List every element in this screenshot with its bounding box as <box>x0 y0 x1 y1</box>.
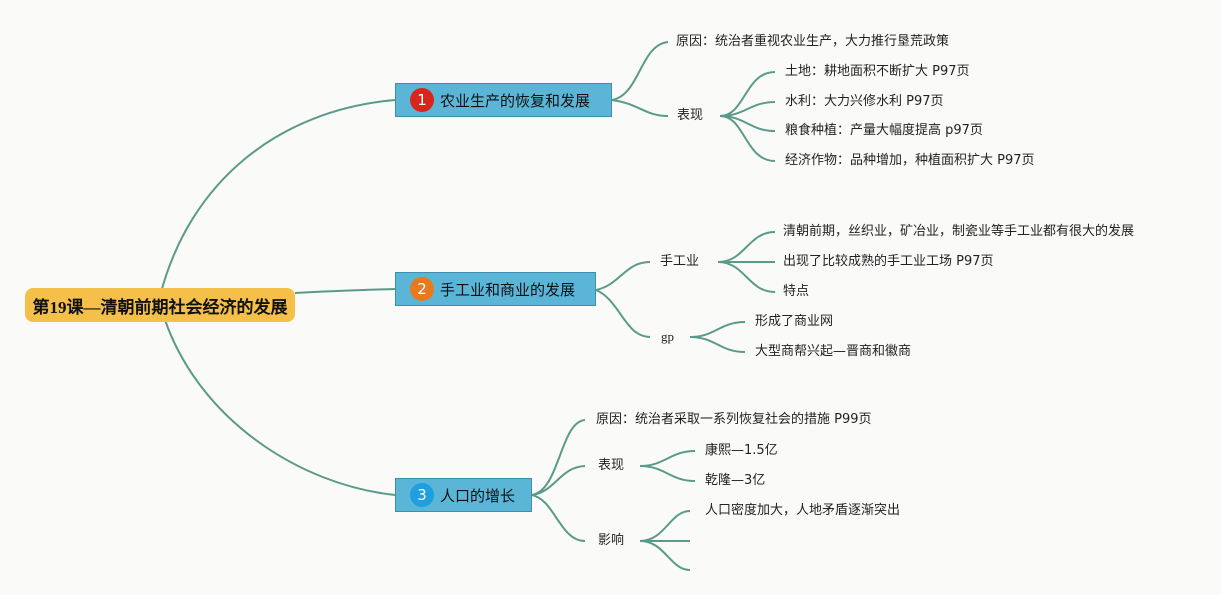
topic-agri-reason[interactable]: 原因：统治者重视农业生产，大力推行垦荒政策 <box>676 34 950 49</box>
topic-agri-water[interactable]: 水利：大力兴修水利 P97页 <box>785 94 944 109</box>
topic-merchant-groups[interactable]: 大型商帮兴起—晋商和徽商 <box>755 344 912 359</box>
topic-kangxi[interactable]: 康熙—1.5亿 <box>705 443 778 458</box>
branch-node-population[interactable]: 3 人口的增长 <box>395 478 532 512</box>
topic-commerce-network[interactable]: 形成了商业网 <box>755 314 834 329</box>
topic-handicraft-feature[interactable]: 特点 <box>783 284 810 299</box>
number-badge-1: 1 <box>410 88 434 112</box>
topic-population-impact[interactable]: 影响 <box>598 533 625 548</box>
topic-land-pressure[interactable]: 人口密度加大，人地矛盾逐渐突出 <box>705 503 901 518</box>
branch-node-agriculture[interactable]: 1 农业生产的恢复和发展 <box>395 83 612 117</box>
topic-handicraft-development[interactable]: 清朝前期，丝织业，矿冶业，制瓷业等手工业都有很大的发展 <box>783 224 1135 239</box>
root-node[interactable]: 第19课—清朝前期社会经济的发展 <box>25 288 295 322</box>
topic-agri-cash-crops[interactable]: 经济作物：品种增加，种植面积扩大 P97页 <box>785 153 1035 168</box>
branch-label: 农业生产的恢复和发展 <box>440 91 591 110</box>
branch-label: 人口的增长 <box>440 486 516 505</box>
branch-node-handicraft-commerce[interactable]: 2 手工业和商业的发展 <box>395 272 596 306</box>
topic-population-performance[interactable]: 表现 <box>598 458 625 473</box>
topic-agri-performance[interactable]: 表现 <box>677 108 704 123</box>
topic-commerce[interactable]: gp <box>661 329 674 344</box>
topic-handicraft-workshop[interactable]: 出现了比较成熟的手工业工场 P97页 <box>783 254 994 269</box>
topic-agri-grain[interactable]: 粮食种植：产量大幅度提高 p97页 <box>785 123 983 138</box>
topic-agri-land[interactable]: 土地：耕地面积不断扩大 P97页 <box>785 64 970 79</box>
topic-population-reason[interactable]: 原因：统治者采取一系列恢复社会的措施 P99页 <box>596 412 872 427</box>
topic-handicraft[interactable]: 手工业 <box>660 254 700 269</box>
topic-qianlong[interactable]: 乾隆—3亿 <box>705 473 766 488</box>
branch-label: 手工业和商业的发展 <box>440 280 576 299</box>
number-badge-2: 2 <box>410 277 434 301</box>
number-badge-3: 3 <box>410 483 434 507</box>
